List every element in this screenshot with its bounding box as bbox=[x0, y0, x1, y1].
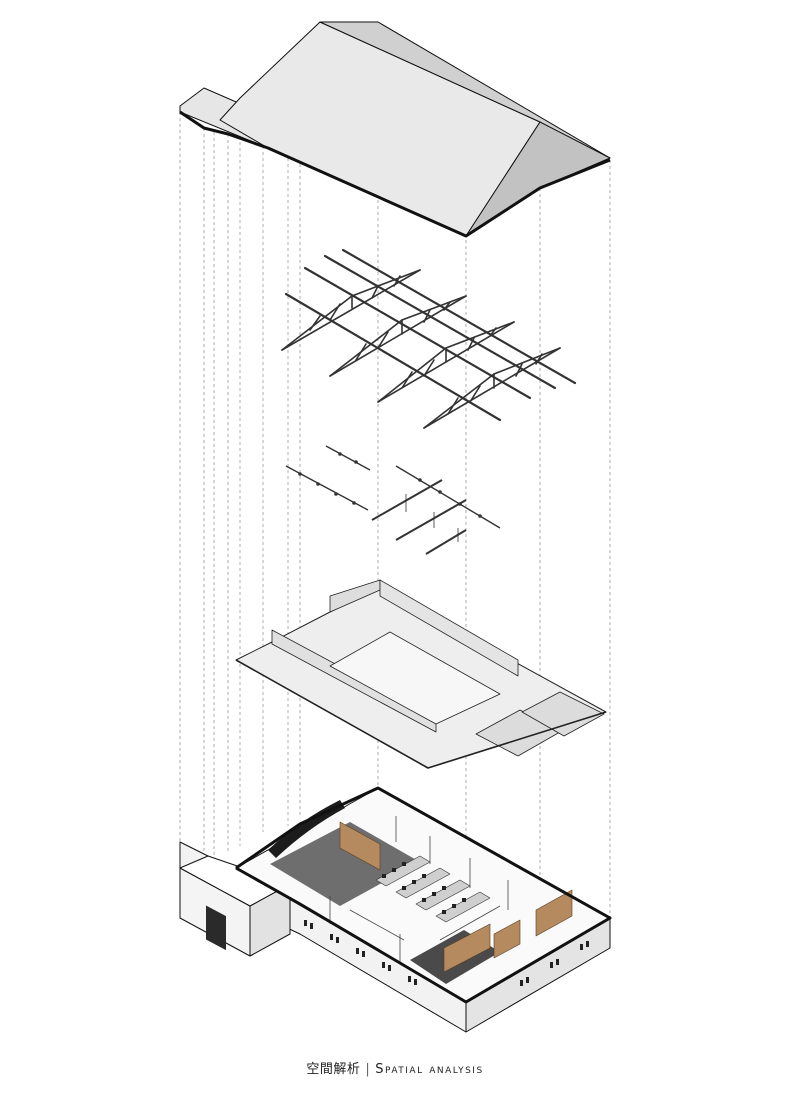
caption-en: Spatial analysis bbox=[375, 1062, 484, 1077]
box-2 bbox=[521, 691, 605, 737]
caption-separator: | bbox=[365, 1062, 371, 1077]
ground-floor-layer bbox=[179, 786, 612, 1033]
track-3 bbox=[395, 465, 501, 529]
outer-wall-outline bbox=[235, 786, 612, 1004]
truss-layer bbox=[281, 248, 577, 429]
track-1 bbox=[325, 445, 371, 471]
exterior-windows bbox=[304, 920, 589, 986]
truss-3 bbox=[377, 321, 515, 403]
dark-floor-zone-1 bbox=[270, 822, 420, 906]
purlins bbox=[284, 248, 577, 422]
partition-layer bbox=[235, 579, 607, 769]
office-desks bbox=[375, 855, 491, 923]
office-chairs bbox=[382, 862, 466, 914]
track-5 bbox=[395, 499, 467, 541]
partition-wall-right bbox=[379, 579, 519, 677]
truss-4 bbox=[423, 347, 561, 429]
projection-guides bbox=[179, 112, 611, 1030]
track-4 bbox=[371, 479, 443, 521]
roof-eave-edge bbox=[179, 110, 611, 238]
track-6 bbox=[425, 529, 467, 555]
lighting-layer bbox=[285, 445, 501, 555]
caption-zh: 空間解析 bbox=[306, 1062, 361, 1077]
roof-layer bbox=[179, 21, 611, 238]
truss-2 bbox=[329, 295, 467, 377]
truss-1 bbox=[281, 269, 421, 351]
wood-shelving bbox=[339, 821, 573, 973]
inner-court bbox=[329, 631, 501, 725]
curved-feature-wall bbox=[268, 800, 345, 858]
figure-caption: 空間解析 | Spatial analysis bbox=[0, 1058, 790, 1077]
annex-door bbox=[206, 905, 226, 951]
interior-partitions bbox=[329, 816, 509, 962]
